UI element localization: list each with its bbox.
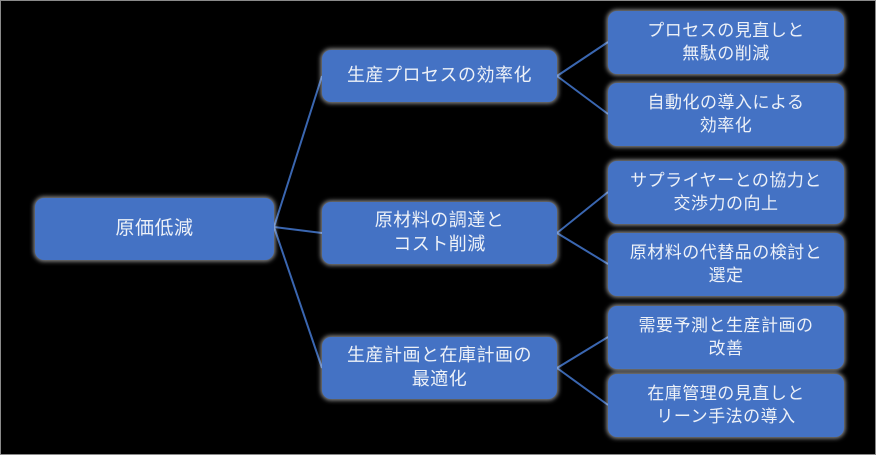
node-leaf-4-label: 需要予測と生産計画の 改善 bbox=[638, 315, 814, 359]
node-leaf-1[interactable]: 自動化の導入による 効率化 bbox=[608, 83, 844, 146]
node-branch-1[interactable]: 原材料の調達と コスト削減 bbox=[322, 202, 557, 264]
connector-branch-0-to-leaf-0 bbox=[556, 41, 609, 77]
node-root-label: 原価低減 bbox=[115, 217, 194, 240]
node-leaf-4[interactable]: 需要予測と生産計画の 改善 bbox=[608, 306, 844, 369]
node-branch-2[interactable]: 生産計画と在庫計画の 最適化 bbox=[322, 337, 557, 399]
connector-root-to-branch-1 bbox=[273, 226, 323, 234]
node-leaf-2[interactable]: サプライヤーとの協力と 交渉力の向上 bbox=[608, 161, 844, 224]
connector-branch-0-to-leaf-1 bbox=[556, 75, 609, 115]
node-leaf-5[interactable]: 在庫管理の見直しと リーン手法の導入 bbox=[608, 374, 844, 437]
connector-branch-1-to-leaf-2 bbox=[556, 191, 609, 234]
node-branch-2-label: 生産計画と在庫計画の 最適化 bbox=[347, 344, 532, 390]
node-leaf-3[interactable]: 原材料の代替品の検討と 選定 bbox=[608, 233, 844, 296]
node-leaf-2-label: サプライヤーとの協力と 交渉力の向上 bbox=[630, 170, 822, 214]
node-leaf-5-label: 在庫管理の見直しと リーン手法の導入 bbox=[647, 383, 805, 427]
node-branch-1-label: 原材料の調達と コスト削減 bbox=[374, 209, 505, 255]
connector-root-to-branch-2 bbox=[273, 226, 323, 369]
node-leaf-1-label: 自動化の導入による 効率化 bbox=[647, 92, 805, 136]
node-leaf-0[interactable]: プロセスの見直しと 無駄の削減 bbox=[608, 11, 844, 74]
node-branch-0[interactable]: 生産プロセスの効率化 bbox=[322, 50, 557, 102]
node-leaf-0-label: プロセスの見直しと 無駄の削減 bbox=[647, 20, 805, 64]
connector-root-to-branch-0 bbox=[273, 75, 323, 228]
node-branch-0-label: 生産プロセスの効率化 bbox=[347, 64, 532, 86]
node-root[interactable]: 原価低減 bbox=[35, 198, 274, 260]
connector-branch-2-to-leaf-5 bbox=[556, 367, 609, 406]
node-leaf-3-label: 原材料の代替品の検討と 選定 bbox=[629, 242, 823, 286]
connector-branch-1-to-leaf-3 bbox=[556, 232, 609, 265]
connector-branch-2-to-leaf-4 bbox=[556, 336, 609, 369]
